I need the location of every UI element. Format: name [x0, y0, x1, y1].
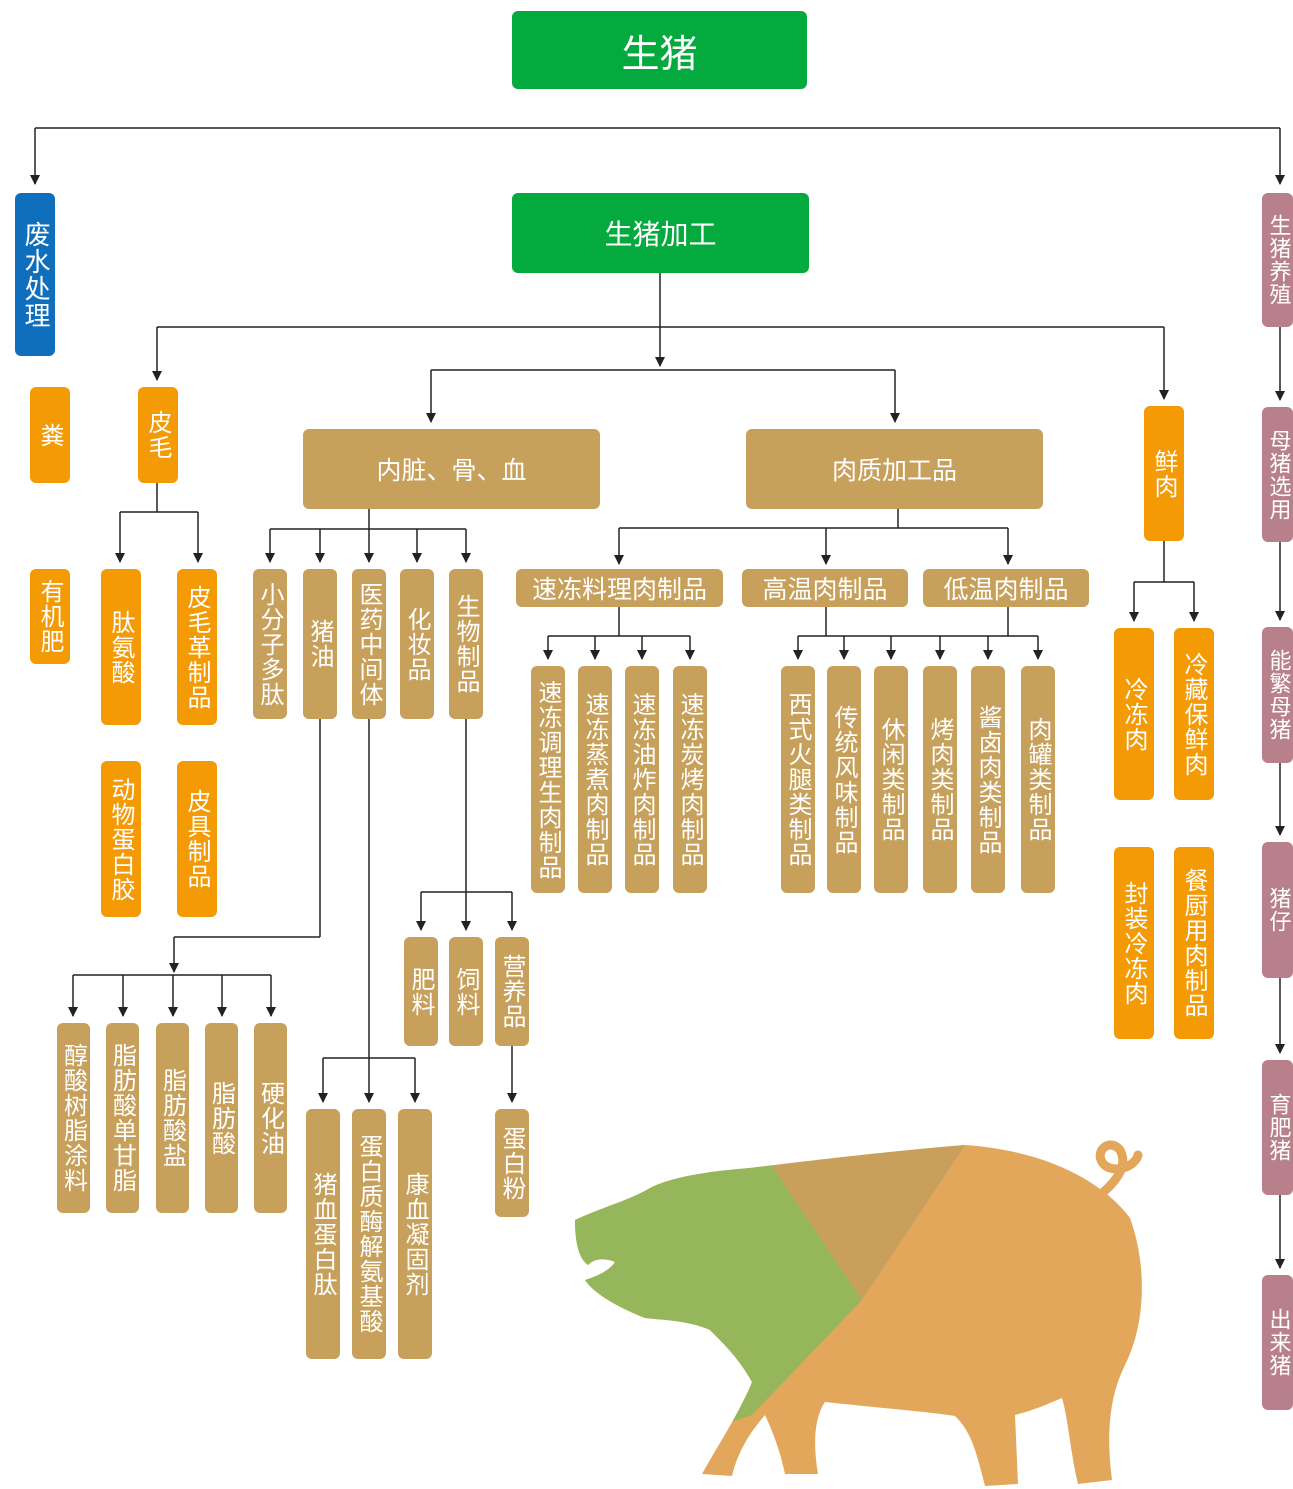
nutrition-node: 营养品 — [495, 937, 529, 1046]
hide-child-node: 皮毛革制品 — [177, 569, 217, 725]
fresh-meat-child-node: 餐厨用肉制品 — [1174, 847, 1214, 1039]
hide-child-node: 皮具制品 — [177, 761, 217, 917]
breeding-step-node: 育肥猪 — [1262, 1060, 1293, 1195]
fresh-meat-child-node: 冷冻肉 — [1114, 628, 1154, 800]
meat-item-node: 速冻调理生肉制品 — [531, 666, 565, 893]
pharma-product-node: 康血凝固剂 — [398, 1109, 432, 1359]
breeding-step-node: 出来猪 — [1262, 1275, 1293, 1410]
processing-node: 生猪加工 — [512, 193, 809, 273]
lard-product-node: 脂肪酸单甘脂 — [106, 1023, 139, 1213]
lard-product-node: 脂肪酸盐 — [156, 1023, 189, 1213]
meat-products-node: 肉质加工品 — [746, 429, 1043, 509]
meat-item-node: 速冻炭烤肉制品 — [673, 666, 707, 893]
hide-node: 皮毛 — [138, 387, 178, 483]
meat-item-node: 西式火腿类制品 — [781, 666, 815, 893]
lard-node: 猪油 — [303, 569, 337, 719]
lard-product-node: 硬化油 — [254, 1023, 287, 1213]
hide-child-node: 动物蛋白胶 — [101, 761, 141, 917]
pharma-product-node: 猪血蛋白肽 — [306, 1109, 340, 1359]
protein-powder-node: 蛋白粉 — [495, 1109, 529, 1217]
fresh-meat-child-node: 冷藏保鲜肉 — [1174, 628, 1214, 800]
breeding-step-node: 母猪选用 — [1262, 407, 1293, 542]
offal-child-node: 小分子多肽 — [253, 569, 287, 719]
meat-item-node: 休闲类制品 — [874, 666, 908, 893]
breeding-node: 生猪养殖 — [1262, 193, 1293, 327]
root-node-live-pig: 生猪 — [512, 11, 807, 89]
meat-group-node: 高温肉制品 — [742, 569, 908, 607]
fresh-meat-node: 鲜肉 — [1144, 406, 1184, 541]
lard-product-node: 脂肪酸 — [205, 1023, 238, 1213]
meat-item-node: 烤肉类制品 — [923, 666, 957, 893]
breeding-step-node: 能繁母猪 — [1262, 627, 1293, 763]
offal-child-node: 化妆品 — [400, 569, 434, 719]
pig-illustration — [575, 1140, 1143, 1486]
offal-node: 内脏、骨、血 — [303, 429, 600, 509]
meat-group-node: 速冻料理肉制品 — [516, 569, 723, 607]
bio-products-node: 生物制品 — [449, 569, 483, 719]
manure-node: 粪 — [30, 387, 70, 483]
meat-item-node: 传统风味制品 — [827, 666, 861, 893]
meat-group-node: 低温肉制品 — [923, 569, 1089, 607]
meat-item-node: 速冻油炸肉制品 — [625, 666, 659, 893]
pharma-product-node: 蛋白质酶解氨基酸 — [352, 1109, 386, 1359]
meat-item-node: 速冻蒸煮肉制品 — [578, 666, 612, 893]
lard-product-node: 醇酸树脂涂料 — [57, 1023, 90, 1213]
breeding-step-node: 猪仔 — [1262, 842, 1293, 978]
pharma-intermediate-node: 医药中间体 — [352, 569, 386, 719]
fresh-meat-child-node: 封装冷冻肉 — [1114, 847, 1154, 1039]
meat-item-node: 酱卤肉类制品 — [971, 666, 1005, 893]
pig-tail — [1095, 1140, 1143, 1200]
meat-item-node: 肉罐类制品 — [1021, 666, 1055, 893]
pig-shoulder-section — [748, 1145, 965, 1300]
wastewater-node: 废水处理 — [15, 193, 55, 356]
bio-product-node: 饲料 — [449, 937, 483, 1046]
bio-product-node: 肥料 — [404, 937, 438, 1046]
organic-fertilizer-node: 有机肥 — [30, 569, 70, 664]
hide-child-node: 肽氨酸 — [101, 569, 141, 725]
